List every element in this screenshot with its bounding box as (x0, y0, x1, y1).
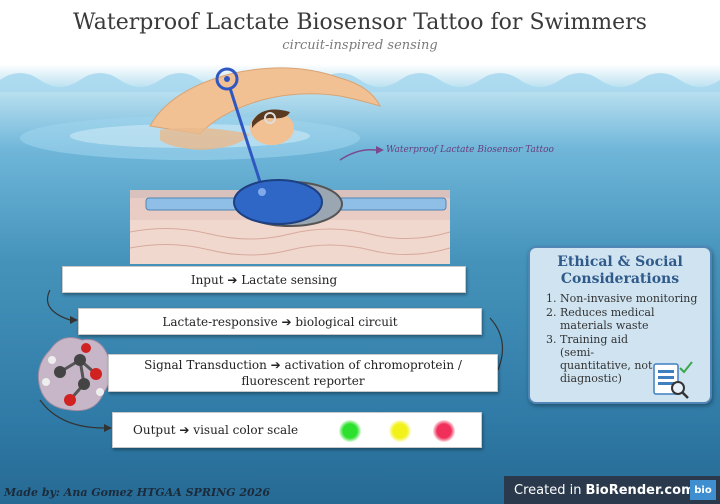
page-title: Waterproof Lactate Biosensor Tattoo for … (73, 10, 647, 35)
color-dot-red (433, 420, 455, 442)
credit-line: Made by: Ana Gomez HTGAA SPRING 2026 (4, 486, 270, 499)
spreadsheet-check-magnifier-icon (653, 361, 693, 399)
pointer-line (228, 87, 264, 189)
swimmer-arm (149, 67, 381, 135)
skin-dermis (130, 220, 450, 264)
tattoo-location-dot (224, 76, 230, 82)
step-output-box: Output ➔ visual color scale (112, 412, 482, 448)
step-circuit-label: Lactate-responsive ➔ biological circuit (162, 314, 398, 329)
biorender-prefix: Created in (514, 482, 582, 498)
flow-arrowhead-3 (104, 424, 112, 432)
skin-texture (129, 227, 451, 256)
flow-arrow-3 (39, 399, 105, 429)
step-signal-box: Signal Transduction ➔ activation of chro… (108, 354, 498, 392)
ethics-title-line1: Ethical & Social (557, 254, 683, 270)
ethics-item: Reduces medical materials waste (560, 306, 702, 332)
biorender-logo-icon: bio (690, 480, 716, 500)
water-surface-wave (0, 73, 720, 92)
ethics-panel: Ethical & Social Considerations Non-inva… (528, 246, 712, 404)
step-circuit-box: Lactate-responsive ➔ biological circuit (78, 308, 482, 335)
page-subtitle: circuit-inspired sensing (282, 38, 438, 53)
ethics-item: Training aid (semi-quantitative, not dia… (560, 333, 702, 385)
sensor-spot (258, 188, 266, 196)
step-input-box: Input ➔ Lactate sensing (62, 266, 466, 293)
label-arrowhead (376, 146, 384, 154)
swimmer-hair (252, 109, 290, 128)
step-input-label: Input ➔ Lactate sensing (190, 272, 338, 287)
flow-arrowhead-1 (70, 316, 78, 324)
ethics-item: Non-invasive monitoring (560, 292, 702, 305)
biorender-badge[interactable]: Created in BioRender.com (504, 476, 720, 504)
color-dot-green (339, 420, 361, 442)
step-signal-label-line1: Signal Transduction ➔ activation of chro… (144, 358, 462, 372)
step-output-label: Output ➔ visual color scale (133, 423, 299, 437)
sensor-core (233, 179, 323, 225)
tattoo-label: Waterproof Lactate Biosensor Tattoo (386, 145, 554, 155)
color-dot-yellow (389, 420, 411, 442)
swimmer-goggles (264, 112, 276, 124)
lactate-molecule (42, 343, 104, 406)
flow-arrow-1 (46, 289, 71, 321)
ethics-title: Ethical & Social Considerations (538, 254, 702, 288)
ethics-list: Non-invasive monitoring Reduces medical … (538, 292, 702, 385)
step-signal-label-line2: fluorescent reporter (241, 374, 365, 388)
swimmer-body (160, 127, 250, 150)
label-arrow (339, 148, 377, 161)
biorender-brand: BioRender.com (585, 482, 695, 498)
flow-arrow-2 (489, 317, 504, 371)
tattoo-location-marker (215, 67, 239, 91)
ethics-title-line2: Considerations (560, 271, 680, 287)
